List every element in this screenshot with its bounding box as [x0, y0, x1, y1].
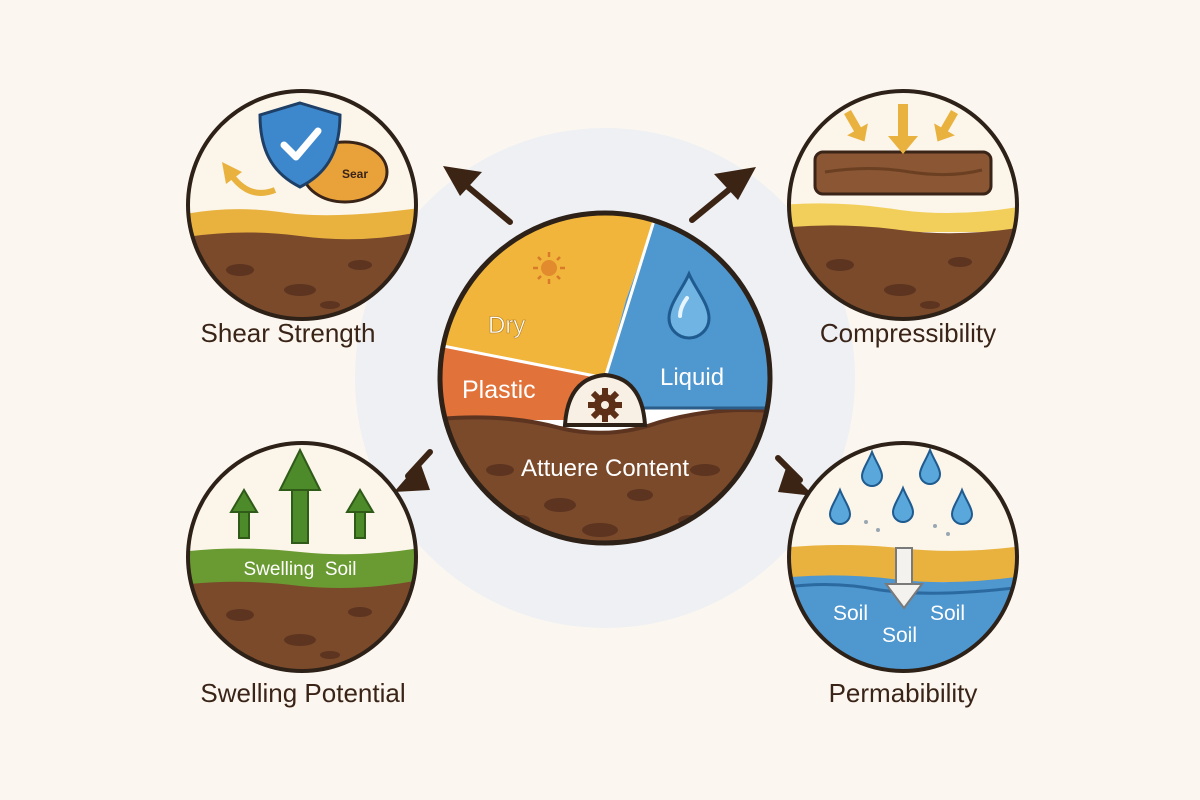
water-drop-icon	[828, 447, 974, 526]
up-arrow-icon	[229, 447, 375, 544]
permeability-band-right: Soil	[930, 602, 965, 625]
arrow-to-compressibility	[689, 167, 756, 223]
segment-plastic	[440, 345, 605, 420]
shield-check-icon	[258, 101, 342, 189]
swelling-potential-circle: Swelling Soil	[186, 441, 418, 673]
soil-slab	[813, 150, 993, 196]
svg-text:Sear: Sear	[342, 167, 368, 181]
segment-liquid-label: Liquid	[660, 364, 724, 391]
down-arrow-icon	[884, 547, 924, 610]
connector-arrows	[394, 166, 814, 496]
compressibility-label: Compressibility	[820, 318, 996, 348]
center-caption: Attuere Content	[521, 455, 689, 482]
curved-arrow-icon	[222, 162, 277, 196]
shear-strength-label: Shear Strength	[201, 318, 376, 348]
water-drop-icon	[667, 270, 711, 340]
segment-plastic-label: Plastic	[462, 376, 536, 404]
permeability-band-center: Soil	[882, 624, 917, 647]
pressure-arrow-icon	[844, 104, 958, 154]
permeability-label: Permabibility	[829, 678, 978, 708]
swelling-soil-band-text: Swelling Soil	[244, 559, 357, 580]
gear-icon	[562, 372, 648, 427]
permeability-band-left: Soil	[833, 602, 868, 625]
moisture-content-wheel: Dry Plastic Liquid Attuere Content	[437, 210, 773, 546]
sun-icon	[533, 252, 565, 284]
arrow-to-permeability	[775, 455, 814, 496]
permeability-circle: Soil Soil Soil	[787, 441, 1019, 673]
swelling-potential-label: Swelling Potential	[200, 678, 405, 708]
arrow-to-swelling-potential	[394, 449, 433, 492]
segment-dry-label: Dry	[488, 312, 525, 339]
arrow-to-shear-strength	[443, 166, 513, 225]
